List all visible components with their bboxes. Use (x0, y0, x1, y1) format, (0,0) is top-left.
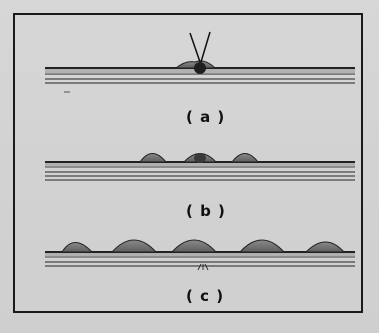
panel-c-wave-2 (112, 240, 156, 252)
panel-c-wave-5 (306, 242, 344, 252)
panel-c-surface-shade (45, 253, 355, 258)
panel-a-impact-point (194, 62, 206, 74)
panel-c (45, 240, 355, 270)
panel-b-bump-left (140, 154, 166, 163)
panel-b-bump-right (232, 154, 258, 163)
panel-b-center-dark (194, 153, 206, 163)
panel-b-surface-shade (45, 163, 355, 168)
panel-c-label: ( c ) (186, 287, 224, 305)
panel-a (45, 32, 355, 92)
panel-b-label: ( b ) (186, 202, 226, 220)
panel-a-label: ( a ) (186, 108, 225, 126)
panel-c-wave-4 (240, 240, 284, 252)
panel-c-wave-1 (62, 243, 92, 253)
panel-a-impact-lines (190, 32, 210, 62)
panel-c-small-marks (198, 264, 208, 270)
panel-c-wave-3 (172, 240, 216, 252)
panel-b (45, 153, 355, 180)
